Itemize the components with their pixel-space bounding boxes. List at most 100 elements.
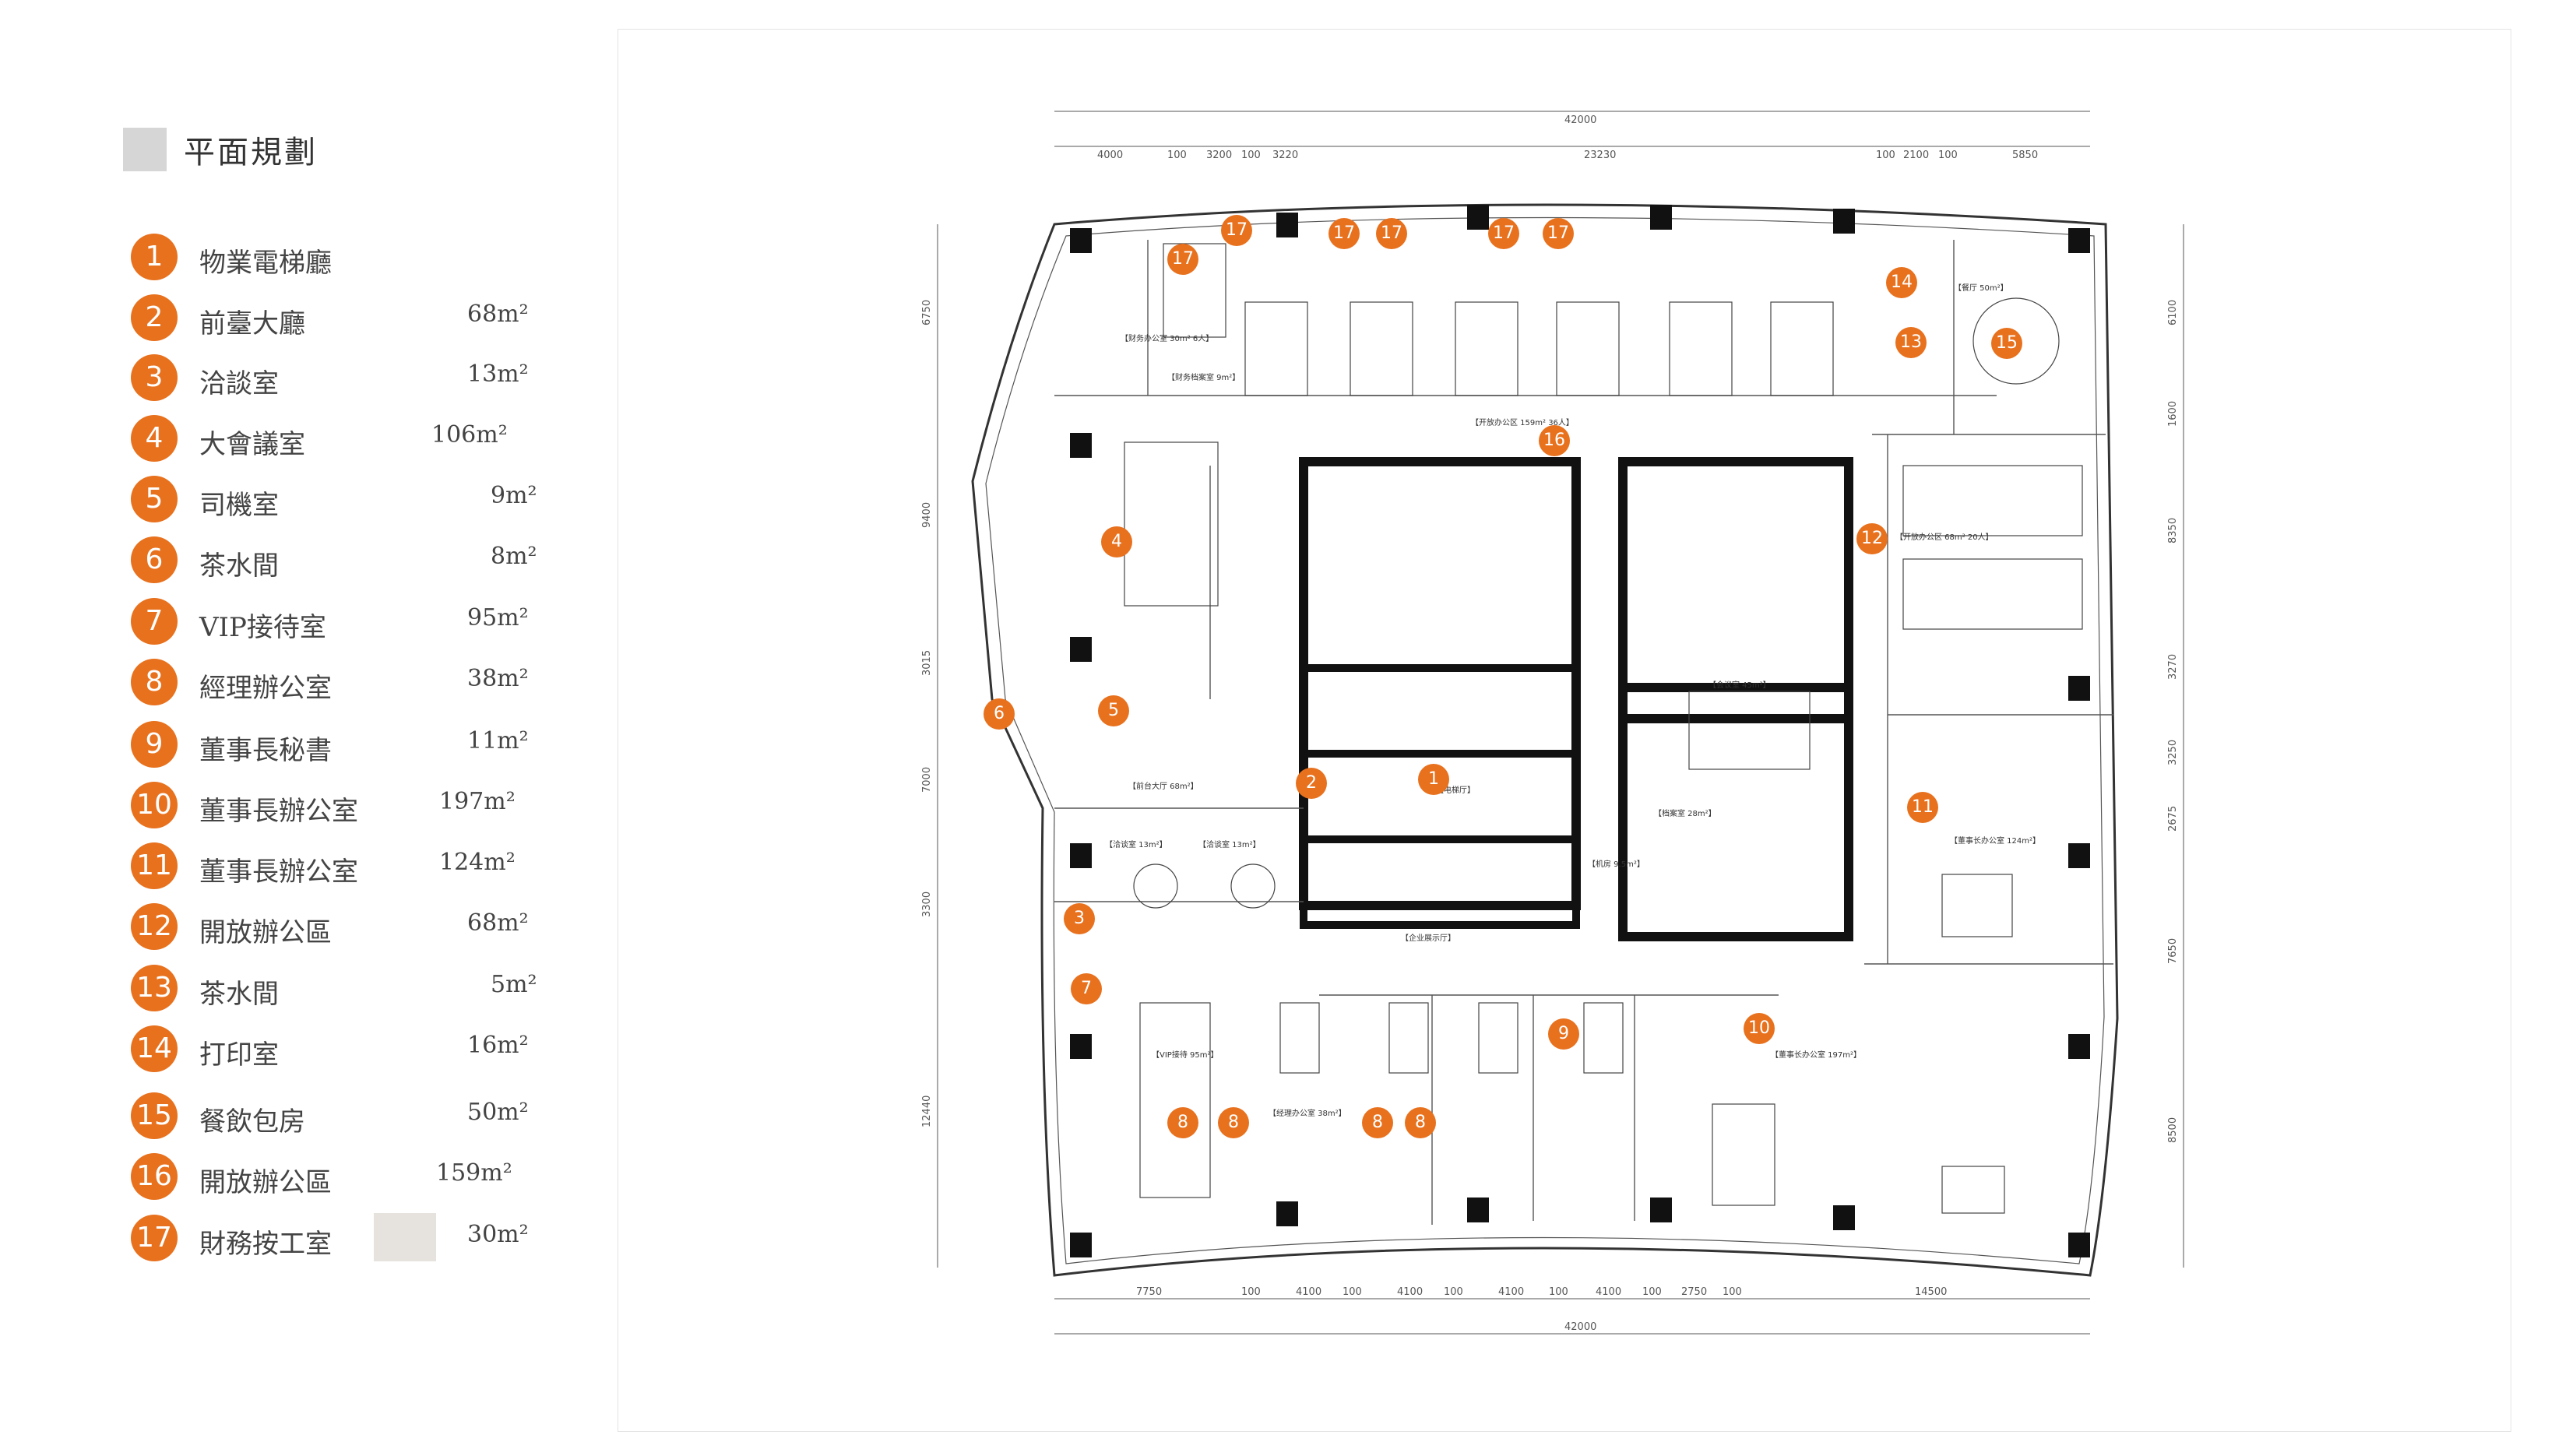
room-label: 【机房 9.5m²】	[1588, 859, 1645, 869]
legend-room-area: 30m²	[467, 1221, 529, 1248]
legend-badge: 13	[131, 965, 178, 1011]
legend-header: 平面規劃	[123, 127, 318, 172]
legend-room-name: 物業電梯廳	[199, 248, 332, 279]
dim-bottom-total: 42000	[1564, 1321, 1596, 1333]
legend-room-area: 11m²	[467, 727, 529, 754]
legend-room-name: 大會議室	[199, 429, 305, 460]
dim-right: 8350	[2167, 518, 2179, 543]
dim-top: 23230	[1584, 149, 1616, 161]
legend-item: 4 大會議室 106m²	[131, 415, 567, 462]
legend-badge: 17	[131, 1215, 178, 1261]
room-label: 【餐厅 50m²】	[1954, 283, 2008, 293]
room-label: 【VIP接待 95m²】	[1152, 1050, 1218, 1060]
desk-clusters	[1124, 243, 2083, 1214]
legend-room-name: 前臺大廳	[199, 308, 305, 339]
legend-room-area: 159m²	[436, 1159, 512, 1187]
legend-room-name: VIP接待室	[199, 612, 326, 643]
dim-bottom: 7750	[1136, 1286, 1162, 1298]
room-marker-8: 8	[1405, 1107, 1436, 1138]
legend-badge: 16	[131, 1153, 178, 1200]
dim-left: 3300	[921, 892, 933, 917]
room-marker-13: 13	[1895, 327, 1927, 358]
room-label: 【财务档案室 9m²】	[1167, 372, 1240, 382]
legend-item: 3 洽談室 13m²	[131, 354, 567, 401]
room-label: 【前台大厅 68m²】	[1128, 781, 1198, 791]
room-label: 【档案室 28m²】	[1654, 808, 1716, 818]
room-label: 【企业展示厅】	[1401, 933, 1455, 943]
legend-room-area: 8m²	[491, 543, 537, 570]
room-marker-8: 8	[1167, 1107, 1198, 1138]
dim-right: 2675	[2167, 806, 2179, 832]
structural-columns	[1070, 205, 2090, 1257]
legend-badge: 14	[131, 1025, 178, 1072]
legend-room-name: 開放辦公區	[199, 917, 332, 948]
legend-item: 9 董事長秘書 11m²	[131, 721, 567, 768]
legend-room-area: 50m²	[467, 1099, 529, 1126]
room-label: 【开放办公区 68m² 20人】	[1895, 532, 1994, 542]
room-marker-10: 10	[1744, 1013, 1775, 1044]
room-marker-11: 11	[1907, 792, 1938, 823]
dim-right: 6100	[2167, 300, 2179, 325]
room-marker-9: 9	[1548, 1018, 1579, 1050]
legend-room-name: 打印室	[199, 1039, 279, 1071]
dim-right: 7650	[2167, 938, 2179, 964]
legend-badge: 11	[131, 842, 178, 889]
room-marker-15: 15	[1991, 328, 2022, 359]
dim-top: 100	[1167, 149, 1187, 161]
dim-right: 8500	[2167, 1117, 2179, 1143]
room-marker-3: 3	[1064, 903, 1095, 934]
legend-badge: 6	[131, 536, 178, 583]
legend-color-chip	[374, 1213, 436, 1261]
dim-bottom: 4100	[1397, 1286, 1423, 1298]
floor-plan-drawing: 42000 4000 100 3200 100 3220 23230 100 2…	[921, 111, 2184, 1335]
dim-left: 3015	[921, 650, 933, 676]
room-marker-1: 1	[1418, 764, 1449, 795]
room-marker-2: 2	[1296, 768, 1327, 799]
building-inner-outline	[985, 216, 2105, 1264]
room-marker-5: 5	[1098, 695, 1129, 726]
room-marker-8: 8	[1218, 1107, 1249, 1138]
legend-badge: 9	[131, 721, 178, 768]
legend-item: 12 開放辦公區 68m²	[131, 903, 567, 950]
dim-bottom: 4100	[1498, 1286, 1524, 1298]
dim-bottom: 100	[1723, 1286, 1742, 1298]
legend-room-name: 茶水間	[199, 979, 279, 1010]
legend-room-area: 13m²	[467, 360, 529, 388]
legend-room-name: 洽談室	[199, 368, 279, 399]
legend-room-name: 開放辦公區	[199, 1167, 332, 1198]
legend-room-name: 董事長辦公室	[199, 856, 358, 888]
legend-item: 14 打印室 16m²	[131, 1025, 567, 1072]
legend-badge: 3	[131, 354, 178, 401]
legend-item: 5 司機室 9m²	[131, 476, 567, 522]
dim-right: 1600	[2167, 401, 2179, 427]
dim-top: 5850	[2012, 149, 2038, 161]
legend-item: 1 物業電梯廳	[131, 234, 567, 280]
room-marker-17: 17	[1221, 215, 1252, 246]
dim-top: 3220	[1272, 149, 1298, 161]
room-label: 【开放办公区 159m² 36人】	[1471, 417, 1574, 427]
room-label: 【董事长办公室 197m²】	[1771, 1050, 1861, 1060]
legend-room-area: 16m²	[467, 1032, 529, 1059]
legend-badge: 12	[131, 903, 178, 950]
legend-room-area: 124m²	[439, 849, 516, 876]
dim-top: 100	[1241, 149, 1261, 161]
dim-bottom: 4100	[1296, 1286, 1321, 1298]
room-label: 【洽谈室 13m²】	[1198, 839, 1261, 849]
dim-top: 100	[1876, 149, 1895, 161]
room-marker-17: 17	[1376, 218, 1407, 249]
legend-badge: 15	[131, 1092, 178, 1139]
room-marker-6: 6	[984, 698, 1015, 730]
room-label: 【洽谈室 13m²】	[1105, 839, 1167, 849]
room-marker-17: 17	[1543, 218, 1574, 249]
legend-room-name: 司機室	[199, 490, 279, 521]
room-marker-17: 17	[1167, 244, 1198, 275]
legend-badge: 1	[131, 234, 178, 280]
room-label: 【会议室 45m²】	[1709, 680, 1771, 690]
legend-badge: 5	[131, 476, 178, 522]
legend-room-area: 5m²	[491, 971, 537, 998]
core-lift-bank	[1300, 664, 1580, 758]
dim-top: 3200	[1206, 149, 1232, 161]
dim-right: 3270	[2167, 654, 2179, 680]
dim-bottom: 14500	[1915, 1286, 1947, 1298]
